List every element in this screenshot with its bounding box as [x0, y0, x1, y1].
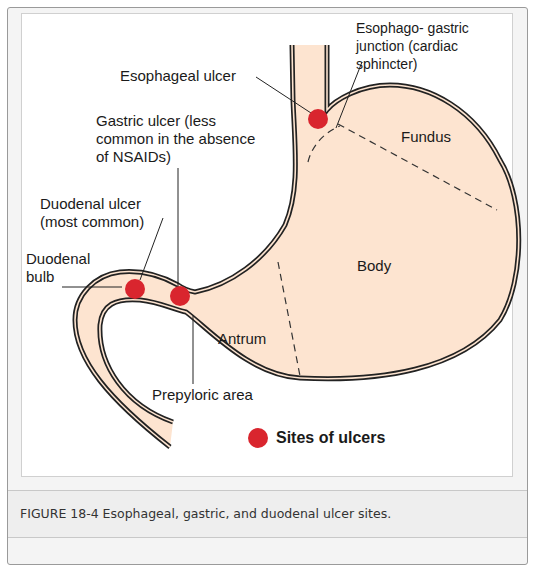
- part-label: Antrum: [218, 330, 298, 348]
- part-label: Prepyloric area: [152, 386, 292, 404]
- legend-text: Sites of ulcers: [276, 429, 385, 447]
- part-label: Duodenal ulcer (most common): [40, 195, 165, 231]
- part-label: Fundus: [401, 128, 491, 146]
- part-label: Esophago- gastric junction (cardiac sphi…: [356, 19, 486, 73]
- ulcer-dot: [125, 279, 145, 299]
- stomach-wall-outer: [75, 45, 519, 447]
- stomach-wall-inner: [75, 45, 519, 447]
- stomach-fill: [75, 45, 519, 447]
- part-label: Body: [357, 257, 437, 275]
- part-label: Duodenal bulb: [26, 250, 106, 286]
- ulcer-dot: [308, 109, 328, 129]
- leader-line: [178, 168, 179, 287]
- junction-divider: [308, 126, 340, 162]
- region-dividers: [278, 124, 497, 376]
- leader-line: [62, 287, 122, 288]
- ulcer-dot: [170, 286, 190, 306]
- part-label: Gastric ulcer (less common in the absenc…: [96, 112, 258, 166]
- leader-line: [193, 316, 194, 384]
- antrum-divider: [278, 262, 300, 376]
- figure-caption: FIGURE 18-4 Esophageal, gastric, and duo…: [20, 505, 520, 523]
- legend-swatch: [248, 428, 268, 448]
- fundus-divider: [338, 124, 497, 210]
- leader-line: [256, 77, 311, 113]
- part-label: Esophageal ulcer: [120, 67, 260, 85]
